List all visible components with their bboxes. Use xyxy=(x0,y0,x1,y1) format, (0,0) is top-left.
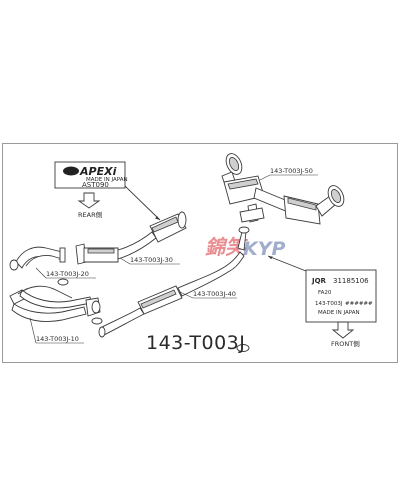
rear-label-plate: APEXi MADE IN JAPAN AST090 xyxy=(54,161,128,189)
gasket-upper xyxy=(238,226,250,234)
label-part-20: 143-T003J-20 xyxy=(46,270,89,278)
cat-body-shade xyxy=(87,248,115,254)
label-part-30-leader xyxy=(119,257,131,265)
center-pipe-inlet xyxy=(98,326,106,338)
front-plate-leader-arrowhead xyxy=(268,256,273,260)
front-plate-model: FA20 xyxy=(318,290,332,296)
gasket-front-lower xyxy=(91,317,103,325)
rear-direction-arrow: REAR側 xyxy=(77,192,103,219)
muffler-left-tip-inner xyxy=(228,157,240,171)
rear-plate-made-in: MADE IN JAPAN xyxy=(86,177,128,183)
part-143-T003J-40 xyxy=(98,231,247,338)
front-direction-arrow: FRONT側 xyxy=(331,321,360,348)
label-part-40: 143-T003J-40 xyxy=(193,290,236,298)
part-143-T003J-10 xyxy=(9,285,101,322)
cat-outlet-pipe xyxy=(117,231,157,260)
watermark-text: KYP xyxy=(243,238,285,260)
header-runner-b xyxy=(19,289,92,309)
front-pipe-20-end xyxy=(9,259,19,271)
front-plate-serial: 31185106 xyxy=(333,277,369,285)
label-part-50-leader xyxy=(259,174,271,181)
label-part-30: 143-T003J-30 xyxy=(130,256,173,264)
label-part-20-leader xyxy=(35,267,47,279)
rear-plate-code: AST090 xyxy=(82,181,109,189)
part-labels: 143-T003J-50 143-T003J-30 143-T003J-40 1… xyxy=(29,167,318,344)
muffler-right-tip-inner xyxy=(330,189,342,203)
front-pipe-20-tube-b xyxy=(25,255,63,267)
part-143-T003J-20 xyxy=(9,246,66,271)
resonator-shade xyxy=(140,289,177,309)
front-plate-border xyxy=(305,269,377,323)
front-plate-leader xyxy=(267,255,307,272)
rear-muffler-small-outlet xyxy=(177,211,187,229)
front-plate-logo: JQR xyxy=(311,277,327,285)
header-outlet xyxy=(91,300,101,314)
diagram-frame xyxy=(2,143,398,363)
part-143-T003J-30 xyxy=(75,211,187,265)
center-pipe-rear xyxy=(177,251,245,297)
rear-plate-border xyxy=(54,161,126,189)
front-plate-part: 143-T003J xyxy=(315,301,343,307)
rear-arrow-label: REAR側 xyxy=(78,211,103,219)
label-part-10: 143-T003J-10 xyxy=(36,335,79,343)
header-runner-a xyxy=(11,303,87,322)
rear-plate-leader-arrowhead xyxy=(155,216,160,220)
center-pipe-front xyxy=(99,307,145,336)
part-143-T003J-50 xyxy=(221,153,345,225)
front-label-plate: JQR 31185106 FA20 143-T003J ###### MADE … xyxy=(305,269,377,323)
main-part-number: 143-T003J xyxy=(146,332,245,354)
front-arrow-icon xyxy=(331,321,355,339)
header-runner-c xyxy=(17,285,73,299)
rear-plate-leader xyxy=(124,185,161,221)
gasket-front-upper xyxy=(57,278,69,286)
muffler-right-can-shade xyxy=(287,197,317,211)
gasket-center xyxy=(236,344,250,352)
muffler-inlet-flange xyxy=(239,207,265,223)
rear-arrow-icon xyxy=(77,192,101,209)
front-plate-made-in: MADE IN JAPAN xyxy=(318,310,360,316)
muffler-left-can-shade xyxy=(227,178,259,190)
front-arrow-label: FRONT側 xyxy=(331,340,360,348)
apexi-logo-icon xyxy=(63,166,79,176)
label-part-50: 143-T003J-50 xyxy=(270,167,313,175)
front-pipe-20-flange xyxy=(59,247,66,263)
label-part-10-leader xyxy=(29,317,37,344)
label-part-40-leader xyxy=(179,291,194,299)
front-plate-stars: ###### xyxy=(345,301,373,307)
rear-plate-brand: APEXi xyxy=(79,165,117,178)
